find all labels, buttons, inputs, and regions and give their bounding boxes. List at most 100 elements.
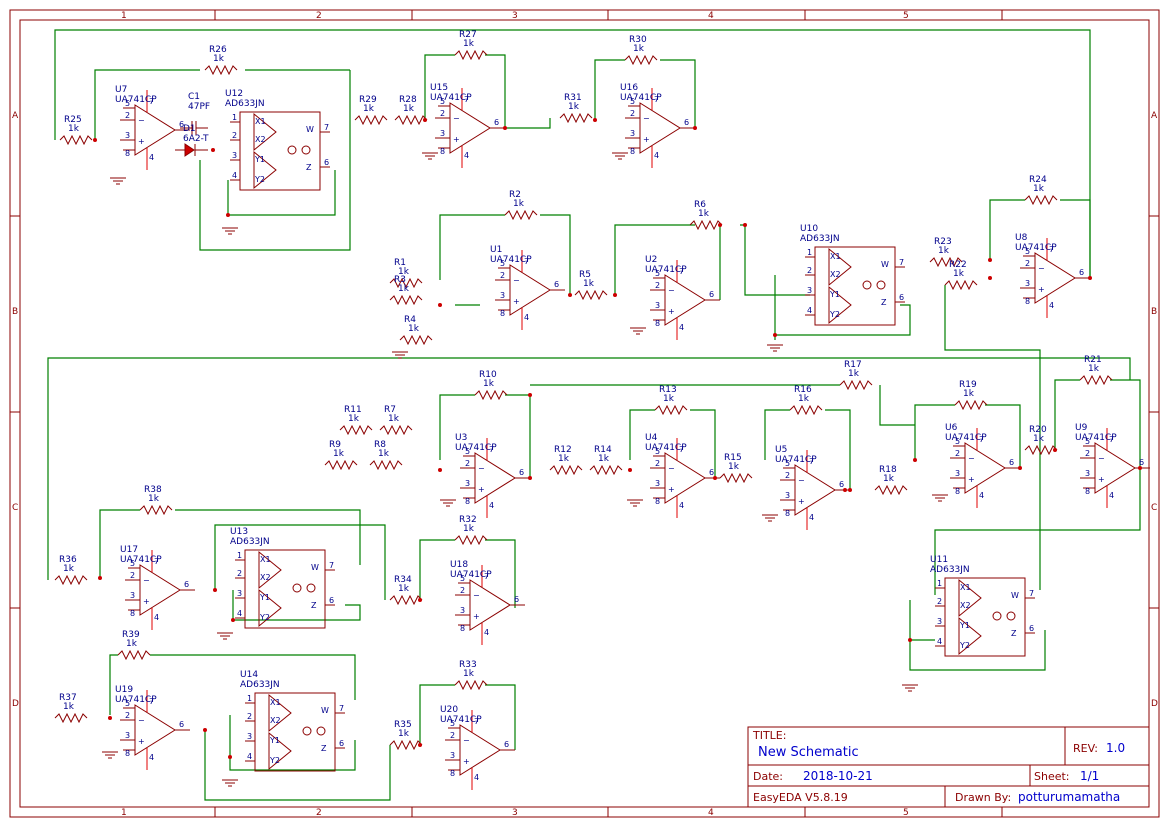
opamp-part: UA741CP [115,95,157,105]
resistor-value: 1k [1088,364,1100,374]
resistor-value: 1k [213,54,225,64]
pin-number: 2 [465,459,470,468]
zone-row-labels-left: A B C D [12,111,19,709]
pin-name: Y1 [269,736,280,745]
zone-row-c-right: C [1151,503,1157,513]
pin-name: X2 [830,270,841,279]
pin-name: Z [881,298,887,307]
resistor-ref: R18 [879,465,897,475]
resistor-value: 1k [633,44,645,54]
pin-number: 7 [464,95,469,104]
ground-icon [612,152,628,160]
pin-number: 3 [450,751,455,760]
zone-col-1: 1 [121,11,127,21]
pin-number: 5 [655,447,660,456]
pin-name: X1 [255,117,266,126]
drawn-by-label: Drawn By: [955,791,1011,804]
pin-number: 8 [125,149,130,158]
pin-number: 7 [524,257,529,266]
pin-number: 7 [654,95,659,104]
sheet-label: Sheet: [1034,770,1070,783]
resistor-value: 1k [848,369,860,379]
diode-d1[interactable]: D1 6A2-T [175,124,209,157]
resistor-ref: R31 [564,93,582,103]
junction-dot [713,476,717,480]
resistor-value: 1k [953,269,965,279]
pin-number: 8 [785,509,790,518]
junction-dot [718,223,722,227]
opamp-plus-sign: + [463,757,470,766]
rev-label: REV: [1073,742,1098,755]
pin-number: 7 [489,445,494,454]
pin-number: 1 [247,694,252,703]
sheet-value: 1/1 [1080,769,1099,783]
pin-number: 4 [679,501,684,510]
opamp-plus-sign: + [143,597,150,606]
pin-number: 8 [465,497,470,506]
zone-col-4-bottom: 4 [708,808,714,818]
pin-number: 7 [809,457,814,466]
junction-dot [913,458,917,462]
capacitor-c1[interactable]: C1 47PF [180,92,210,135]
